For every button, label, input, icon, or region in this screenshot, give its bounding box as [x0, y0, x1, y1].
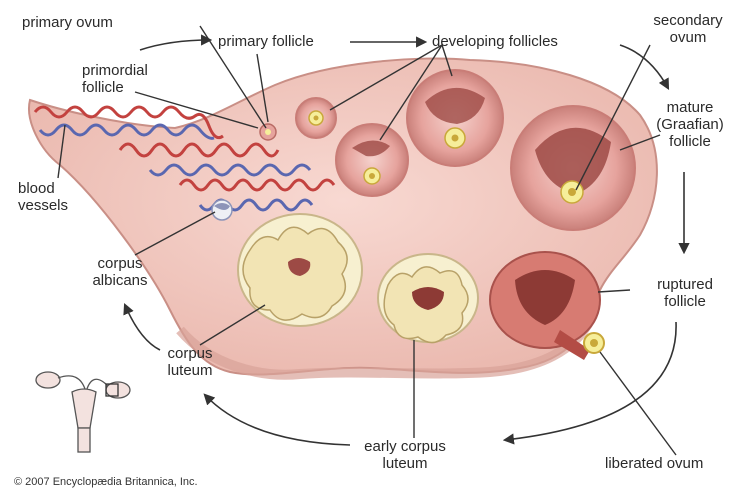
arrow-to-mature: [620, 45, 668, 88]
label-developing-follicles: developing follicles: [432, 33, 558, 50]
corpus-albicans-shape: [212, 200, 232, 220]
arrow-to-corpus-albicans: [125, 305, 160, 350]
label-primary-ovum: primary ovum: [22, 14, 113, 31]
label-corpus-albicans: corpus albicans: [80, 255, 160, 289]
developing-follicle-small: [336, 124, 408, 196]
label-primary-follicle: primary follicle: [218, 33, 314, 50]
label-corpus-luteum: corpus luteum: [150, 345, 230, 379]
label-mature-follicle: mature (Graafian) follicle: [640, 99, 740, 150]
label-secondary-ovum: secondary ovum: [640, 12, 736, 46]
label-early-corpus-luteum: early corpus luteum: [350, 438, 460, 472]
label-primordial-follicle: primordial follicle: [82, 62, 148, 96]
label-blood-vessels: blood vessels: [18, 180, 68, 214]
copyright-notice: © 2007 Encyclopædia Britannica, Inc.: [14, 474, 198, 491]
label-liberated-ovum: liberated ovum: [605, 455, 703, 472]
arrow-to-primary-follicle: [140, 40, 210, 50]
corpus-luteum-shape: [238, 214, 362, 326]
arrow-to-corpus-luteum: [205, 395, 350, 445]
label-ruptured-follicle: ruptured follicle: [635, 276, 735, 310]
early-corpus-luteum-shape: [378, 254, 478, 343]
uterus-inset-icon: [36, 372, 130, 452]
